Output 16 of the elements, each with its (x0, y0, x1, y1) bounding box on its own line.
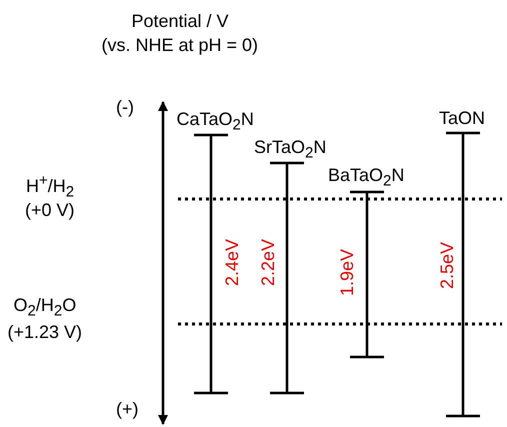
material-label: CaTaO$_{2}$N (176, 110, 254, 134)
band-gap-value: 2.4eV (222, 238, 243, 286)
reference-label: (+0 V) (25, 201, 75, 221)
axis-subtitle: (vs. NHE at pH = 0) (102, 36, 258, 56)
material-label: BaTaO$_{2}$N (328, 166, 404, 190)
band-gap-value: 1.9eV (336, 248, 358, 296)
axis-end-label: (+) (116, 400, 138, 420)
axis-title: Potential / V (132, 12, 229, 32)
reference-label: O$_{2}$/H$_{2}$O (14, 296, 76, 320)
reference-label: (+1.23 V) (8, 323, 82, 343)
material-label: TaON (439, 109, 486, 129)
band-gap-value: 2.2eV (258, 238, 279, 286)
axis-end-label: (-) (116, 98, 134, 118)
reference-label: H$^{+}$/H$_{2}$ (26, 173, 74, 202)
band-gap-value: 2.5eV (436, 241, 458, 289)
material-label: SrTaO$_{2}$N (254, 138, 326, 162)
